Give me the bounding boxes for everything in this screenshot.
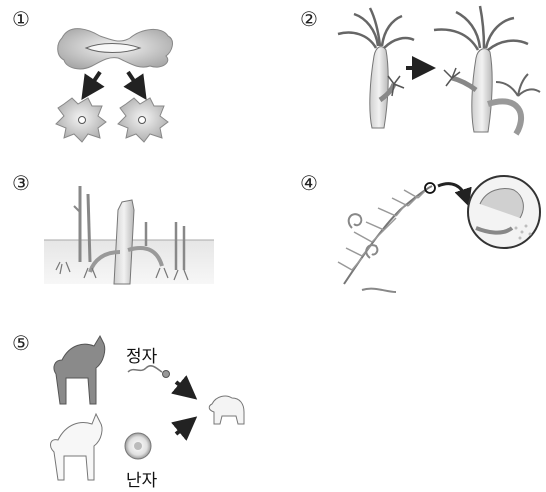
- sperm-label: 정자: [126, 342, 157, 367]
- sperm-cell: [128, 366, 170, 378]
- panel-4-number: ④: [298, 172, 320, 194]
- panel-5-number: ⑤: [10, 332, 32, 354]
- female-dog: [51, 414, 102, 480]
- hydra-right: [434, 6, 540, 134]
- daughter-amoeba-right: [118, 98, 168, 142]
- male-dog: [54, 336, 105, 404]
- fern-frond: [338, 183, 435, 292]
- sporangium-zoom-circle: [468, 176, 540, 248]
- zoom-arrow: [438, 184, 466, 198]
- fertilization-arrows: [176, 382, 188, 434]
- hydra-left: [338, 8, 414, 128]
- panel-3-number: ③: [10, 172, 32, 194]
- amoeba-dividing: [58, 29, 173, 69]
- panel-2-number: ②: [298, 8, 320, 30]
- puppy: [209, 396, 244, 424]
- panel-1-number: ①: [10, 8, 32, 30]
- daughter-amoeba-left: [56, 98, 106, 142]
- egg-cell: [125, 433, 151, 459]
- egg-label: 난자: [126, 466, 157, 491]
- division-arrows: [88, 72, 140, 90]
